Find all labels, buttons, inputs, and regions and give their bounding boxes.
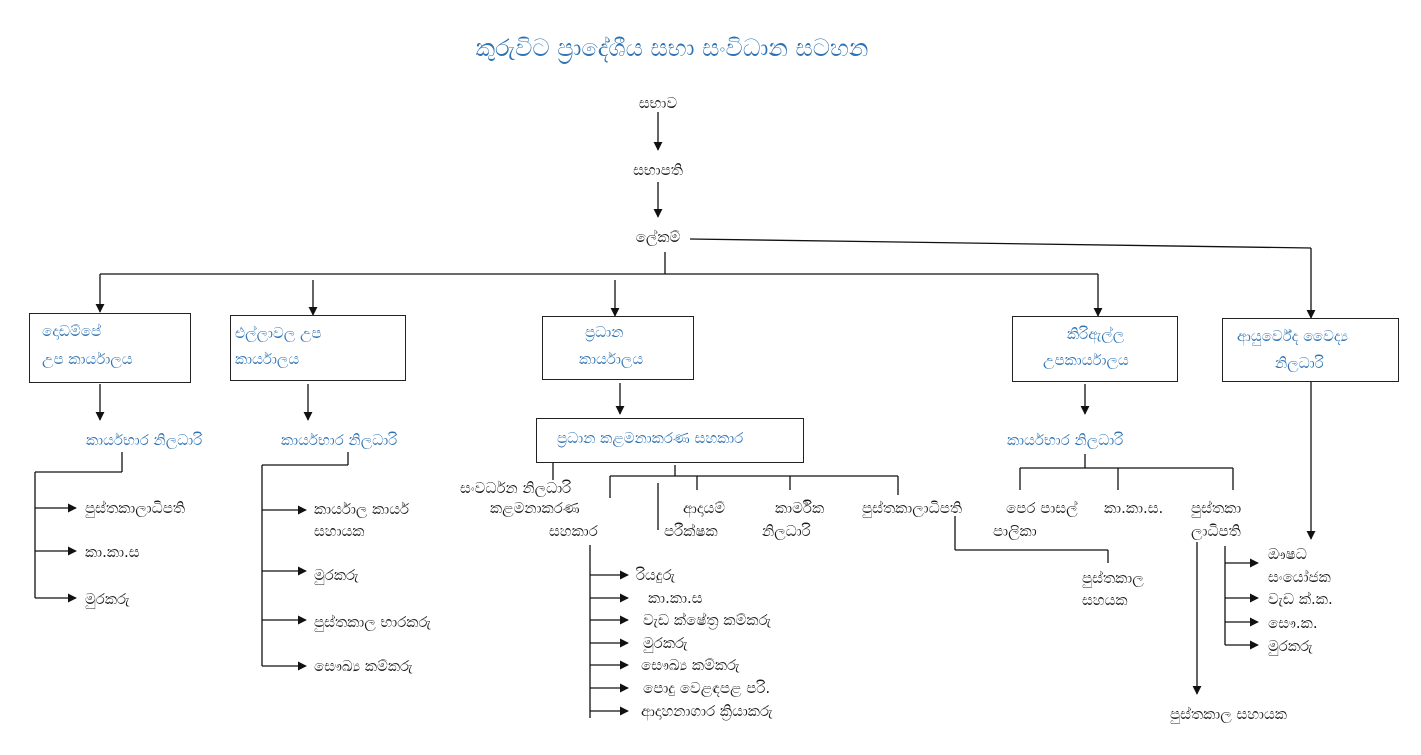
worker-item: මුරකරු — [643, 634, 688, 652]
ellawala-staff-item: සෞඛ්‍ය කම්කරු — [314, 657, 413, 675]
worker-item: රියදුරු — [636, 566, 676, 584]
kiriella-librarian-line2: ලාධිපති — [1191, 522, 1241, 540]
secretary-node: ලේකම් — [635, 228, 681, 246]
office-label-line1: එල්ලාවල උප — [235, 324, 322, 342]
pharmacist-line2: සංයෝජක — [1268, 568, 1331, 586]
office-label-line2: උපකාර්යාලය — [1043, 351, 1129, 369]
dodampe-officer-in-charge: කාර්යභාර නිලධාරි — [86, 431, 203, 449]
ellawala-staff-item: කාර්යාල කාර්ය — [314, 500, 410, 518]
ellawala-staff-item: පුස්තකාල භාරකරු — [314, 613, 431, 631]
technical-officer: කාර්මික — [775, 499, 825, 517]
kiriella-kks: කා.කා.ස. — [1104, 499, 1164, 517]
office-label-line1: ප්‍රධාන — [585, 323, 624, 341]
kiriella-librarian: පුස්තකා — [1191, 499, 1242, 517]
pre-school-teacher-line2: පාලිකා — [993, 522, 1037, 540]
office-label-line2: කාර්යාලය — [235, 350, 300, 368]
management-assistant-line2: සහකාර — [549, 522, 598, 540]
ellawala-office-box: එල්ලාවල උප කාර්යාලය — [230, 315, 406, 381]
library-assistant: පුස්තකාල — [1082, 569, 1144, 587]
head-office-librarian: පුස්තකාලාධිපති — [862, 499, 963, 517]
revenue-inspector-line2: පරීක්ෂක — [664, 522, 718, 540]
office-label-line2: කාර්යාලය — [579, 350, 644, 368]
office-label-line2: නිලධාරි — [1275, 354, 1324, 372]
chief-management-assistant-box: ප්‍රධාන කළමනාකරණ සහකාර — [536, 418, 804, 463]
management-assistant: කළමනාකරණ — [490, 499, 580, 517]
pre-school-teacher: පෙර පාසල් — [1006, 499, 1078, 517]
worker-item: සෞඛ්‍ය කම්කරු — [641, 656, 740, 674]
ayurveda-staff-item: වැඩ ක්.ක. — [1268, 590, 1333, 608]
worker-item: ආදාහනාගාර ක්‍රියාකරු — [641, 702, 773, 720]
worker-item: වැඩ ක්ෂේත්‍ර කම්කරු — [643, 611, 772, 629]
council-node: සභාව — [638, 94, 678, 112]
office-label-line2: උප කාර්යාලය — [42, 350, 133, 368]
chart-title: කුරුවිට ප්‍රාදේශීය සභා සංවිධාන සටහන — [475, 34, 869, 62]
library-assistant-line2: සහයක — [1082, 591, 1128, 609]
ayurveda-staff-item: සෞ.ක. — [1268, 614, 1318, 632]
office-label-line1: දොඩම්පේ — [42, 322, 102, 340]
chief-management-assistant-label: ප්‍රධාන කළමනාකරණ සහකාර — [557, 429, 744, 447]
kiriella-office-box: කිරිඇල්ල උපකාර්යාලය — [1012, 316, 1178, 382]
worker-item: කා.කා.ස — [648, 589, 703, 607]
dodampe-office-box: දොඩම්පේ උප කාර්යාලය — [29, 313, 191, 383]
head-office-box: ප්‍රධාන කාර්යාලය — [542, 316, 694, 380]
ellawala-officer-in-charge: කාර්යභාර නිලධාරි — [281, 431, 398, 449]
ellawala-staff-item: මුරකරු — [314, 566, 359, 584]
ellawala-staff-item-line2: සහායක — [314, 522, 365, 540]
ayurveda-staff-item: මුරකරු — [1268, 637, 1313, 655]
office-label-line1: ආයුර්වේද වෛද්‍ය — [1237, 327, 1348, 345]
ayurveda-office-box: ආයුර්වේද වෛද්‍ය නිලධාරි — [1222, 318, 1399, 382]
kiriella-officer-in-charge: කාර්යභාර නිලධාරි — [1007, 431, 1124, 449]
worker-item: පොදු වෙළඳපළ පරි. — [643, 679, 771, 697]
dodampe-staff-item: මුරකරු — [85, 590, 130, 608]
chairman-node: සභාපති — [633, 161, 683, 179]
kiriella-library-assistant: පුස්තකාල සහායක — [1170, 705, 1287, 723]
development-officer: සංවර්ධන නිලධාරි — [460, 479, 572, 497]
technical-officer-line2: නිලධාරි — [762, 522, 811, 540]
office-label-line1: කිරිඇල්ල — [1067, 325, 1125, 343]
revenue-inspector: ආදායම් — [683, 499, 726, 517]
dodampe-staff-item: කා.කා.ස — [85, 543, 140, 561]
pharmacist: ඖෂධ — [1268, 545, 1307, 563]
dodampe-staff-item: පුස්තකාලාධිපති — [85, 499, 186, 517]
